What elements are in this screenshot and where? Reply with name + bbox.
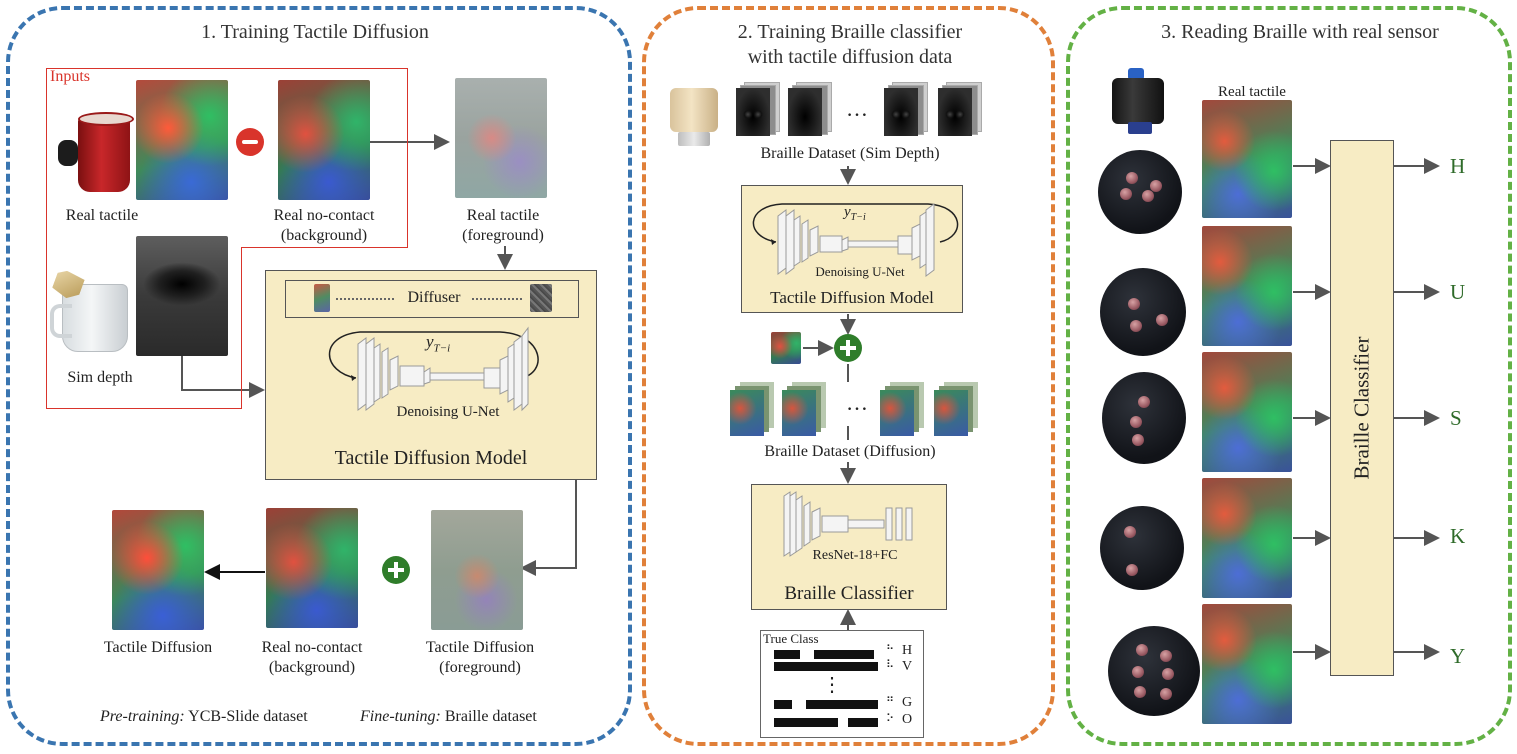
plus-icon-2 [834,334,862,362]
out-nocontact-image [266,508,358,628]
real-nocontact-label-1: Real no-contact [273,207,375,224]
sim-depth-image [136,236,228,356]
output-U: U [1450,280,1466,304]
output-S: S [1450,406,1462,430]
real-tactile-header: Real tactile [1218,84,1286,100]
diffuser-noise-thumb [530,284,552,312]
output-H: H [1450,154,1466,178]
out-nocontact-label-1: Real no-contact [261,639,363,656]
output-K: K [1450,524,1466,548]
out-fg-label-1: Tactile Diffusion [425,639,535,656]
braille-puck-1 [1098,150,1182,234]
real-tactile-image [136,80,228,200]
real-tactile-fg-image [455,78,547,198]
arrow-depth-to-model [181,356,265,398]
finetune-caption: Fine-tuning: Braille dataset [360,708,537,725]
pretrain-caption: Pre-training: YCB-Slide dataset [100,708,308,725]
class-vdots: ⋮ [822,674,842,696]
diffuser-input-thumb [314,284,330,312]
braille-puck-3 [1102,372,1186,464]
tactile-diffusion-output-label: Tactile Diffusion [103,639,213,656]
braille-puck-2 [1100,268,1186,356]
resnet-label: ResNet-18+FC [812,548,898,563]
y-t-minus-i-label-2: yT−i [844,204,866,223]
real-tactile-K [1202,478,1292,598]
diffusion-ellipsis: … [846,390,868,415]
panel-2-title-1: 2. Training Braille classifier [737,21,963,43]
panel-2-border [642,6,1055,746]
diffuser-label: Diffuser [407,289,461,306]
output-Y: Y [1450,644,1466,668]
real-nocontact-label-2: (background) [280,227,368,244]
panel2-bg-thumb [771,332,801,364]
tactile-diffusion-output-image [112,510,204,630]
panel-2-title-2: with tactile diffusion data [747,46,953,68]
out-fg-image [431,510,523,630]
real-tactile-U [1202,226,1292,346]
classifier-label-2: Braille Classifier [784,583,914,604]
panel-3-border [1066,6,1512,746]
class-G: G [902,695,913,710]
sim-ellipsis: … [846,96,868,121]
panel-3-title: 3. Reading Braille with real sensor [1161,21,1439,43]
panel-1-title: 1. Training Tactile Diffusion [201,21,429,43]
sim-dataset-label: Braille Dataset (Sim Depth) [760,145,940,162]
real-tactile-H [1202,100,1292,218]
diffusion-dataset-label: Braille Dataset (Diffusion) [764,443,936,460]
sensor-camera-image [1110,68,1170,138]
true-class-label: True Class [763,631,819,646]
braille-puck-4 [1100,506,1184,590]
sim-depth-label: Sim depth [67,369,133,386]
real-tactile-label: Real tactile [65,207,139,224]
plus-icon-1 [382,556,410,584]
red-mug-image [58,108,134,194]
model-label-1: Tactile Diffusion Model [334,447,528,469]
y-t-minus-i-label-1: yT−i [426,332,451,355]
real-tactile-fg-label-2: (foreground) [462,227,544,244]
out-fg-label-2: (foreground) [439,659,521,676]
real-tactile-Y [1202,604,1292,724]
real-tactile-fg-label-1: Real tactile [466,207,540,224]
inputs-label: Inputs [50,68,90,85]
class-O: O [902,712,913,727]
panel3-classifier-box [1330,140,1394,676]
real-tactile-S [1202,352,1292,472]
out-nocontact-label-2: (background) [268,659,356,676]
clear-jug-image [50,270,132,352]
inputs-frame-bottom [46,247,242,409]
unet-label-1: Denoising U-Net [396,404,500,420]
unet-label-2: Denoising U-Net [815,264,905,279]
panel3-classifier-label: Braille Classifier [1349,336,1374,480]
minus-icon [236,128,264,156]
sensor-model-image [668,88,720,150]
panel-1-border [6,6,632,746]
class-H: H [902,643,913,658]
model-label-2: Tactile Diffusion Model [770,288,934,307]
inputs-frame [46,68,408,248]
braille-puck-5 [1108,626,1200,716]
real-nocontact-image [278,80,370,200]
class-V: V [902,659,913,674]
